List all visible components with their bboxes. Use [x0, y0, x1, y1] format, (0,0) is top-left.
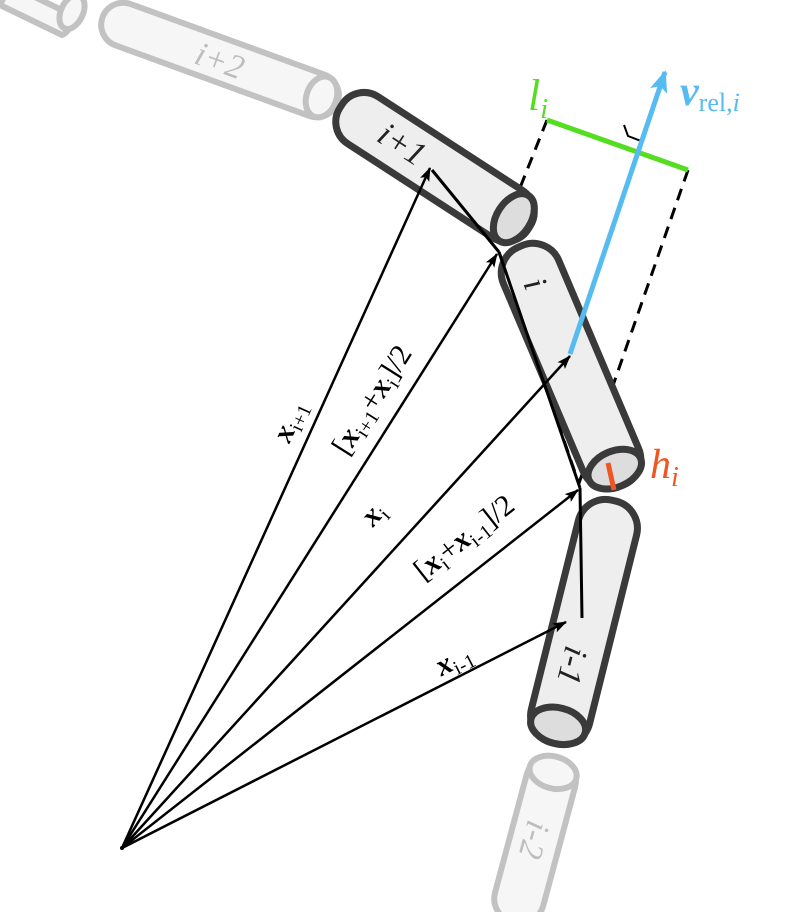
relative-velocity-vector [567, 70, 668, 355]
segment-stub-top-left [0, 0, 88, 39]
velocity-label: vrel,i [680, 69, 740, 117]
vector-mid-upper [120, 253, 499, 849]
label-mid-lower: [xi+xi-1]/2 [408, 488, 524, 590]
vector-x-i-plus-1 [120, 167, 432, 849]
label-mid-upper: [xi+1+xi]/2 [325, 339, 422, 462]
thickness-label: hi [650, 442, 679, 493]
length-bar [546, 117, 689, 173]
vector-x-i-minus-1 [121, 620, 567, 850]
vector-x-i [121, 355, 571, 849]
segment-i-plus-2: i+2 [98, 0, 342, 121]
position-vectors [120, 167, 579, 850]
segment-i-plus-1: i+1 [332, 88, 538, 247]
segment-i-minus-1: i-1 [527, 495, 641, 749]
segment-axes [430, 169, 584, 619]
label-x-i: xi [353, 495, 395, 536]
label-x-i-plus-1: xi+1 [265, 395, 316, 449]
thickness-marker [605, 462, 617, 491]
segment-i-minus-1-label: i-1 [549, 642, 594, 688]
origin-point [120, 846, 124, 850]
segment-i-minus-2: i-2 [491, 752, 580, 912]
length-label: li [528, 71, 548, 125]
vector-mid-lower [121, 489, 579, 849]
